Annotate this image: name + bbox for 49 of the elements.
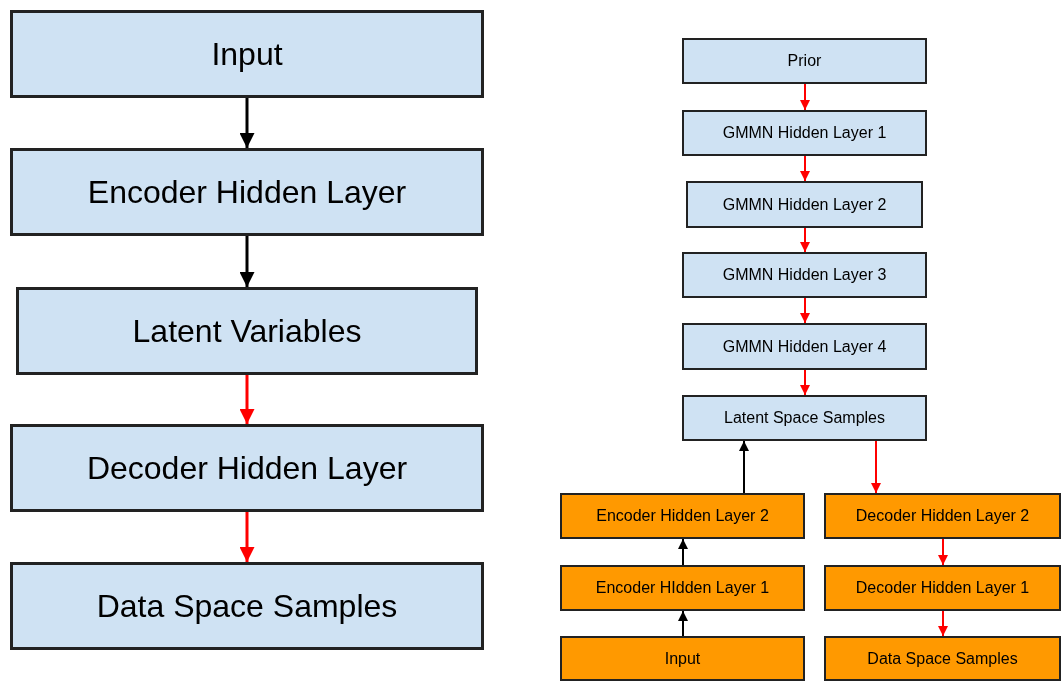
layer-label: GMMN Hidden Layer 1 — [722, 124, 887, 142]
layer-label: Data Space Samples — [867, 649, 1018, 668]
arrow — [239, 98, 255, 148]
arrow — [938, 538, 948, 566]
layer-box — [16, 287, 478, 375]
layer-label: Decoder Hidden Layer — [86, 449, 408, 487]
layer-box — [560, 636, 805, 681]
layer-label: Prior — [787, 52, 822, 70]
layer-label: Decoder Hidden Layer 2 — [855, 507, 1030, 525]
layer-label: GMMN Hidden Layer 2 — [722, 195, 887, 214]
layer-box — [824, 636, 1061, 681]
layer-box — [686, 181, 923, 228]
layer-label: Input — [664, 649, 701, 668]
arrow — [678, 610, 688, 637]
arrow — [871, 440, 881, 494]
layer-label: GMMN Hidden Layer 4 — [722, 337, 887, 356]
arrow — [800, 227, 810, 253]
layer-label: Encoder Hidden Layer 2 — [596, 507, 769, 525]
layer-box — [824, 565, 1061, 611]
arrow — [800, 369, 810, 396]
layer-box — [682, 110, 927, 156]
arrow — [800, 297, 810, 324]
layer-label: Encoder Hidden Layer — [87, 173, 407, 211]
layer-label: Latent Space Samples — [724, 409, 885, 427]
layer-box — [10, 424, 484, 512]
arrow — [239, 512, 255, 562]
arrow — [800, 83, 810, 111]
layer-label: GMMN Hidden Layer 3 — [722, 266, 887, 284]
arrow — [239, 236, 255, 287]
layer-box — [10, 10, 484, 98]
layer-label: Encoder HIdden Layer 1 — [595, 579, 770, 597]
layer-box — [560, 493, 805, 539]
layer-label: Decoder Hidden Layer 1 — [855, 579, 1030, 597]
arrow — [739, 440, 749, 494]
layer-label: Input — [211, 35, 283, 73]
layer-box — [10, 562, 484, 650]
layer-box — [682, 323, 927, 370]
arrow — [678, 538, 688, 566]
layer-box — [682, 395, 927, 441]
layer-label: Latent Variables — [132, 312, 362, 350]
layer-box — [824, 493, 1061, 539]
layer-box — [560, 565, 805, 611]
layer-label: Data Space Samples — [96, 587, 398, 625]
arrow — [239, 375, 255, 424]
arrow — [938, 610, 948, 637]
layer-box — [10, 148, 484, 236]
arrow — [800, 155, 810, 182]
layer-box — [682, 252, 927, 298]
layer-box — [682, 38, 927, 84]
